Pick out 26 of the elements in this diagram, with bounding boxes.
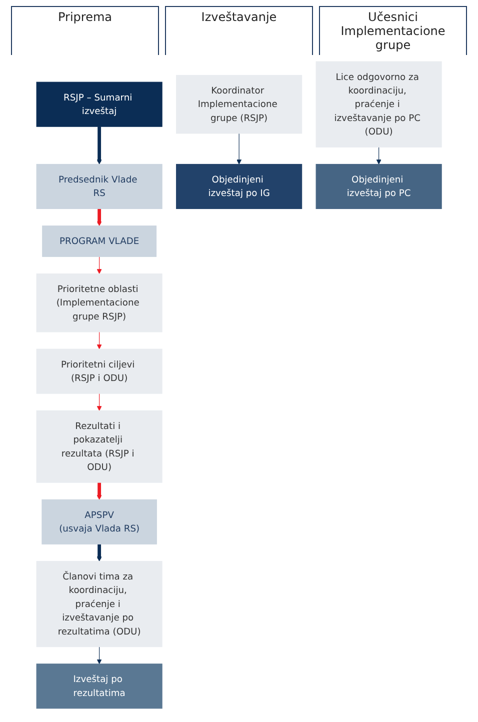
arrow — [96, 482, 102, 500]
node-box: PROGRAM VLADE — [42, 226, 156, 257]
node-box: Rezultati i pokazatelji rezultata (RSJP i ODU) — [36, 410, 162, 483]
arrow — [96, 256, 102, 274]
column-heading: Učesnici Implementacione grupe — [319, 6, 467, 55]
node-box: RSJP – Sumarni izveštaj — [36, 82, 162, 127]
node-box: Prioritetne oblasti (Implementacione grupe RSJP) — [36, 273, 162, 332]
node-box: APSPV (usvaja Vlada RS) — [42, 499, 157, 544]
node-box: Koordinator Implementacione grupe (RSJP) — [176, 74, 302, 134]
arrow — [96, 208, 102, 226]
node-box: Objedinjeni izveštaj po PC — [316, 164, 442, 210]
node-box: Objedinjeni izveštaj po IG — [176, 164, 302, 210]
arrow — [96, 332, 102, 350]
arrow — [96, 544, 102, 562]
arrow — [376, 146, 382, 164]
arrow — [96, 126, 102, 164]
arrow — [96, 393, 102, 411]
column-heading: Izveštavanje — [165, 6, 313, 55]
node-box: Lice odgovorno za koordinaciju, praćenje i izveštavanje po PC (ODU) — [316, 61, 442, 148]
arrow — [96, 646, 102, 664]
column-heading: Priprema — [11, 6, 159, 55]
arrow — [236, 133, 242, 164]
node-box: Izveštaj po rezultatima — [36, 664, 162, 709]
node-box: Predsednik Vlade RS — [36, 164, 162, 210]
node-box: Članovi tima za koordinaciju, praćenje i izveštavanje po rezultatima (ODU) — [36, 560, 162, 648]
node-box: Prioritetni ciljevi (RSJP i ODU) — [36, 348, 162, 394]
